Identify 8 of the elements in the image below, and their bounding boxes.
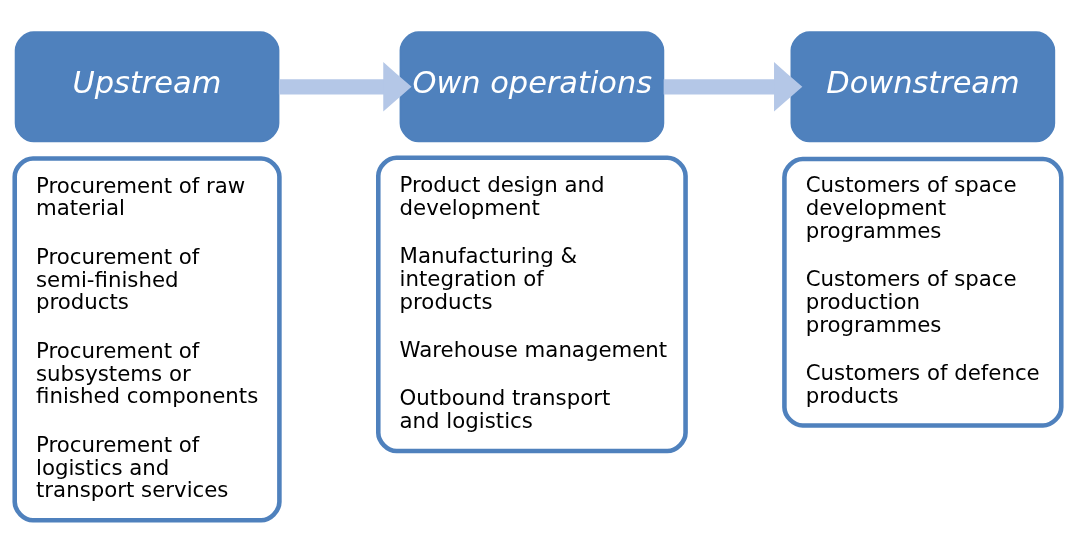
node-box: Downstream [790, 31, 1056, 143]
arrow [663, 62, 803, 112]
node-box: Product design and development Manufacturing & integration of products Warehouse management Outbound transport and logistics [376, 155, 688, 454]
node-box: Upstream [14, 31, 280, 143]
node-box: Procurement of raw material Procurement of semi-finished products Procurement of subsystems or finished components Procurement of logistics and transport services [12, 156, 282, 523]
node-box: Customers of space development programmes Customers of space production programmes Customers of defence products [782, 156, 1064, 428]
arrow [278, 62, 412, 112]
node-box: Own operations [399, 31, 665, 143]
